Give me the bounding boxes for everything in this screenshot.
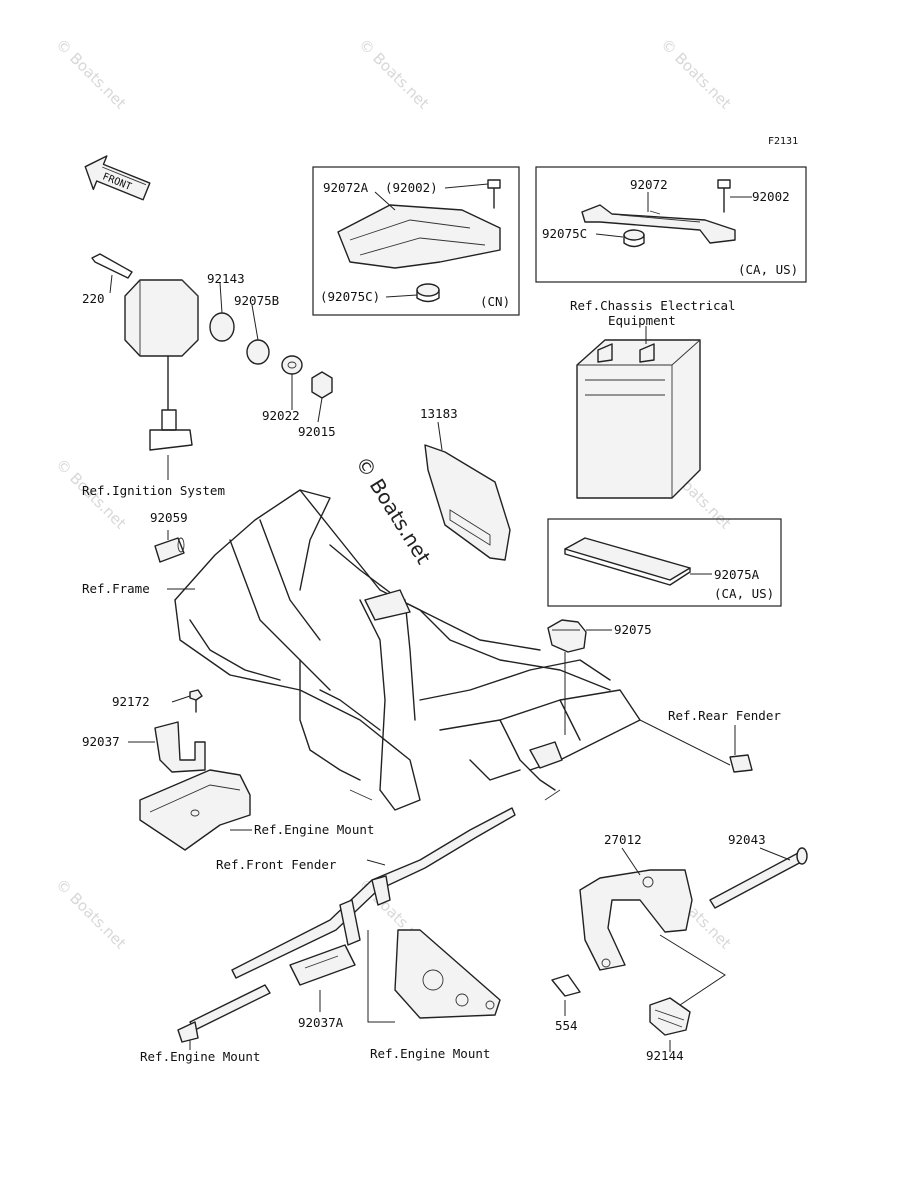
watermark: © Boats.net [657,35,735,113]
part-label-92075: 92075 [614,622,652,637]
figure-code: F2131 [768,136,798,147]
pedal-group: 27012 92043 554 92144 [551,832,808,1063]
variant-label-ca: (CA, US) [738,262,798,277]
ref-label-frame: Ref.Frame [82,581,150,596]
part-label-92015: 92015 [298,424,336,439]
variant-box-cn: 92072A (92002) (92075C) (CN) [312,166,520,316]
ref-label-ignition: Ref.Ignition System [82,483,225,498]
front-arrow-icon: FRONT [84,155,151,201]
part-label-554: 554 [555,1018,578,1033]
variant-box-92075a: 92075A (CA, US) [547,518,782,607]
watermark: © Boats.net [355,35,433,113]
variant-box-ca: 92072 92002 92075C (CA, US) [535,166,807,283]
part-label-92043: 92043 [728,832,766,847]
part-label-92037: 92037 [82,734,120,749]
pin-92059: 92059 [150,510,188,563]
plate-13183: 13183 [420,406,511,561]
part-label-92144: 92144 [646,1048,684,1063]
part-label-92037A: 92037A [298,1015,344,1030]
ref-label-engine-mount-2: Ref.Engine Mount [140,1049,260,1064]
center-watermark: © Boats.net [351,452,436,568]
ref-label-chassis-line2: Equipment [608,313,676,328]
part-label-220: 220 [82,291,105,306]
part-label-92075C-cn: (92075C) [320,289,380,304]
part-label-92022: 92022 [262,408,300,423]
battery-group: Ref.Chassis Electrical Equipment [570,298,736,499]
part-label-92059: 92059 [150,510,188,525]
part-label-92143: 92143 [207,271,245,286]
ref-label-engine-mount-3: Ref.Engine Mount [370,1046,490,1061]
ref-label-engine-mount-1: Ref.Engine Mount [254,822,374,837]
part-label-92002-ca: 92002 [752,189,790,204]
part-label-92002-cn: (92002) [385,180,438,195]
part-label-92172: 92172 [112,694,150,709]
part-label-92072A: 92072A [323,180,369,195]
variant-label-ca-2: (CA, US) [714,586,774,601]
ref-label-front-fender: Ref.Front Fender [216,857,337,872]
rear-fender-ref: Ref.Rear Fender [639,708,781,773]
frame-assembly: Ref.Frame [82,489,641,811]
variant-label-cn: (CN) [480,294,510,309]
ref-label-chassis-line1: Ref.Chassis Electrical [570,298,736,313]
watermark: © Boats.net [52,875,130,953]
front-fender-group: Ref.Front Fender 92037A Ref.Engine Mount… [140,807,516,1064]
watermark: © Boats.net [52,35,130,113]
part-label-92072: 92072 [630,177,668,192]
part-label-27012: 27012 [604,832,642,847]
cap-92075: 92075 [547,619,652,735]
bracket-92037: 92172 92037 Ref.Engine Mount [82,689,374,851]
part-label-92075C-ca: 92075C [542,226,587,241]
ref-label-rear-fender: Ref.Rear Fender [668,708,781,723]
igniter-group: 220 92143 92075B 92022 92015 Ref.Ignitio… [82,253,336,498]
part-label-92075A: 92075A [714,567,760,582]
part-label-13183: 13183 [420,406,458,421]
part-label-92075B: 92075B [234,293,279,308]
